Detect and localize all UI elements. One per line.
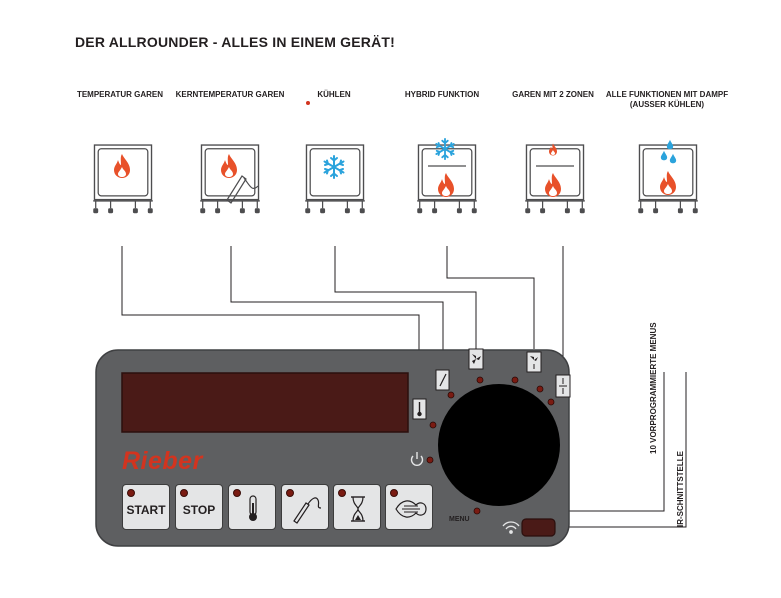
steam-led <box>390 489 398 497</box>
mode-label-kerntemperatur-garen: KERNTEMPERATUR GAREN <box>175 90 285 99</box>
dial-leds <box>426 376 555 515</box>
start-button-label: START <box>126 503 166 517</box>
temperature-button[interactable] <box>228 484 276 530</box>
power-icon[interactable] <box>410 452 424 466</box>
dial-icon-core-probe[interactable] <box>435 369 450 391</box>
flame-icon <box>438 173 454 197</box>
ir-signal-icon <box>502 521 520 534</box>
cabinet-kerntemperatur-garen <box>199 143 261 215</box>
mode-label-temperatur-garen: TEMPERATUR GAREN <box>76 90 164 99</box>
cabinet-garen-2-zonen <box>524 143 586 215</box>
menu-label: MENU <box>449 516 470 523</box>
label-vorprogrammierte-menus: 10 VORPROGRAMMIERTE MENUS <box>649 322 658 454</box>
display-screen <box>121 372 409 433</box>
cabinet-temperatur-garen <box>92 143 154 215</box>
core-probe-led <box>286 489 294 497</box>
core-probe-button[interactable] <box>281 484 329 530</box>
flame-icon <box>660 171 676 195</box>
stop-button-label: STOP <box>182 503 216 517</box>
marker-dot <box>306 101 310 105</box>
thermometer-icon <box>249 495 257 521</box>
selector-dial[interactable] <box>438 384 560 506</box>
cabinet-dampf <box>637 139 699 215</box>
temperature-led <box>233 489 241 497</box>
hourglass-icon <box>351 496 365 522</box>
drop-icon <box>669 153 677 164</box>
drop-icon <box>660 150 668 161</box>
start-led <box>127 489 135 497</box>
flame-icon <box>114 154 130 178</box>
brand-logo: Rieber <box>122 447 203 475</box>
dial-icon-temperature[interactable] <box>412 398 427 420</box>
dial-icon-fan[interactable] <box>468 348 484 370</box>
stop-led <box>180 489 188 497</box>
mode-label-dampf: ALLE FUNKTIONEN MIT DAMPF (AUSSER KÜHLEN… <box>605 90 729 109</box>
ir-interface-window <box>521 518 556 537</box>
flame-icon <box>545 173 561 197</box>
cabinet-kuehlen <box>304 143 366 215</box>
mode-label-hybrid-funktion: HYBRID FUNKTION <box>404 90 480 99</box>
page-title: DER ALLROUNDER - ALLES IN EINEM GERÄT! <box>75 34 396 50</box>
connector-lines <box>121 246 687 528</box>
steam-icon <box>395 500 427 518</box>
stop-button[interactable]: STOP <box>175 484 223 530</box>
timer-led <box>338 489 346 497</box>
core-probe-icon <box>293 497 322 524</box>
dial-icon-two-zone[interactable] <box>555 374 571 398</box>
dial-icon-fan-probe[interactable] <box>526 351 542 373</box>
mode-label-garen-2-zonen: GAREN MIT 2 ZONEN <box>512 90 594 99</box>
steam-button[interactable] <box>385 484 433 530</box>
flame-icon <box>221 154 237 178</box>
cabinet-hybrid-funktion <box>416 138 478 215</box>
drop-icon <box>666 139 674 150</box>
probe-icon <box>226 175 259 204</box>
start-button[interactable]: START <box>122 484 170 530</box>
mode-label-kuehlen: KÜHLEN <box>317 90 351 99</box>
snowflake-icon <box>323 155 345 179</box>
label-ir-schnittstelle: IR-SCHNITTSTELLE <box>676 451 685 527</box>
timer-button[interactable] <box>333 484 381 530</box>
